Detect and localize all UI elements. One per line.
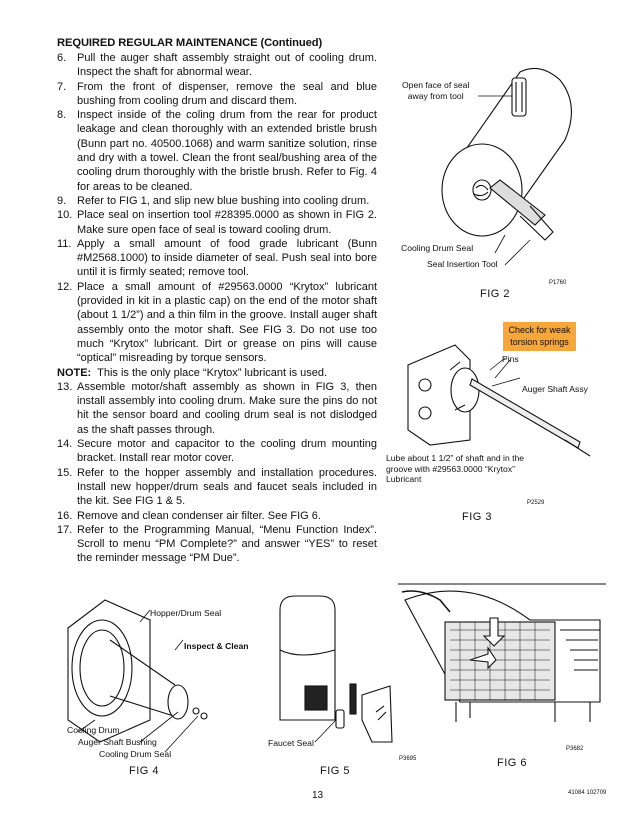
step-15: 15.Refer to the hopper assembly and inst… xyxy=(57,466,377,508)
step-16: 16.Remove and clean condenser air filter… xyxy=(57,509,321,522)
fig3-drawing xyxy=(407,321,591,457)
step-9: 9.Refer to FIG 1, and slip new blue bush… xyxy=(57,194,370,207)
step-11: 11.Apply a small amount of food grade lu… xyxy=(57,237,377,279)
fig3-label-pins: Pins xyxy=(502,354,519,364)
step-14: 14.Secure motor and capacitor to the coo… xyxy=(57,438,377,465)
fig2-caption: FIG 2 xyxy=(480,288,511,300)
fig4-label-drum-seal: Cooling Drum Seal xyxy=(99,749,172,759)
fig3-label-auger: Auger Shaft Assy xyxy=(522,384,588,394)
fig3-caption: FIG 3 xyxy=(462,511,493,523)
fig2-label-insertion-tool: Seal Insertion Tool xyxy=(427,259,498,269)
fig2-code: P1760 xyxy=(549,280,567,286)
note: NOTE: This is the only place “Krytox” lu… xyxy=(57,366,328,379)
section-heading: REQUIRED REGULAR MAINTENANCE (Continued) xyxy=(57,37,323,49)
fig6-caption: FIG 6 xyxy=(497,757,528,769)
step-10: 10.Place seal on insertion tool #28395.0… xyxy=(57,209,377,236)
document-number: 41084 102709 xyxy=(568,790,607,796)
step-7: 7.From the front of dispenser, remove th… xyxy=(57,80,377,107)
fig4-drawing xyxy=(67,599,208,753)
fig2-drawing xyxy=(441,67,572,266)
fig4-label-cooling-drum: Cooling Drum xyxy=(67,725,120,735)
fig3-callout: Check for weak torsion springs xyxy=(503,322,576,351)
fig4-label-inspect: Inspect & Clean xyxy=(184,641,249,651)
fig6-drawing xyxy=(398,583,606,722)
fig2-label-cooling-drum-seal: Cooling Drum Seal xyxy=(401,243,474,253)
fig3-code: P2529 xyxy=(527,500,545,506)
fig4-label-hopper-seal: Hopper/Drum Seal xyxy=(150,608,222,618)
fig4-label-bushing: Auger Shaft Bushing xyxy=(78,737,157,747)
step-12: 12.Place a small amount of #29563.0000 “… xyxy=(57,280,377,365)
fig4-caption: FIG 4 xyxy=(129,765,160,777)
fig6-code-left: P3695 xyxy=(399,756,417,762)
fig2-label-open-face: Open face of seal away from tool xyxy=(402,80,470,101)
step-17: 17.Refer to the Programming Manual, “Men… xyxy=(57,523,377,565)
maintenance-steps: 6.Pull the auger shaft assembly straight… xyxy=(57,51,377,566)
step-13: 13.Assemble motor/shaft assembly as show… xyxy=(57,380,377,436)
page-number: 13 xyxy=(312,790,324,801)
fig3-label-lube: Lube about 1 1/2” of shaft and in the gr… xyxy=(386,453,525,484)
fig5-drawing xyxy=(279,595,393,743)
fig6-code-right: P3682 xyxy=(566,746,584,752)
step-6: 6.Pull the auger shaft assembly straight… xyxy=(57,52,377,79)
fig5-label-faucet-seal: Faucet Seal xyxy=(268,738,314,748)
fig5-caption: FIG 5 xyxy=(320,765,351,777)
step-8: 8.Inspect inside of the coling drum from… xyxy=(57,109,377,193)
